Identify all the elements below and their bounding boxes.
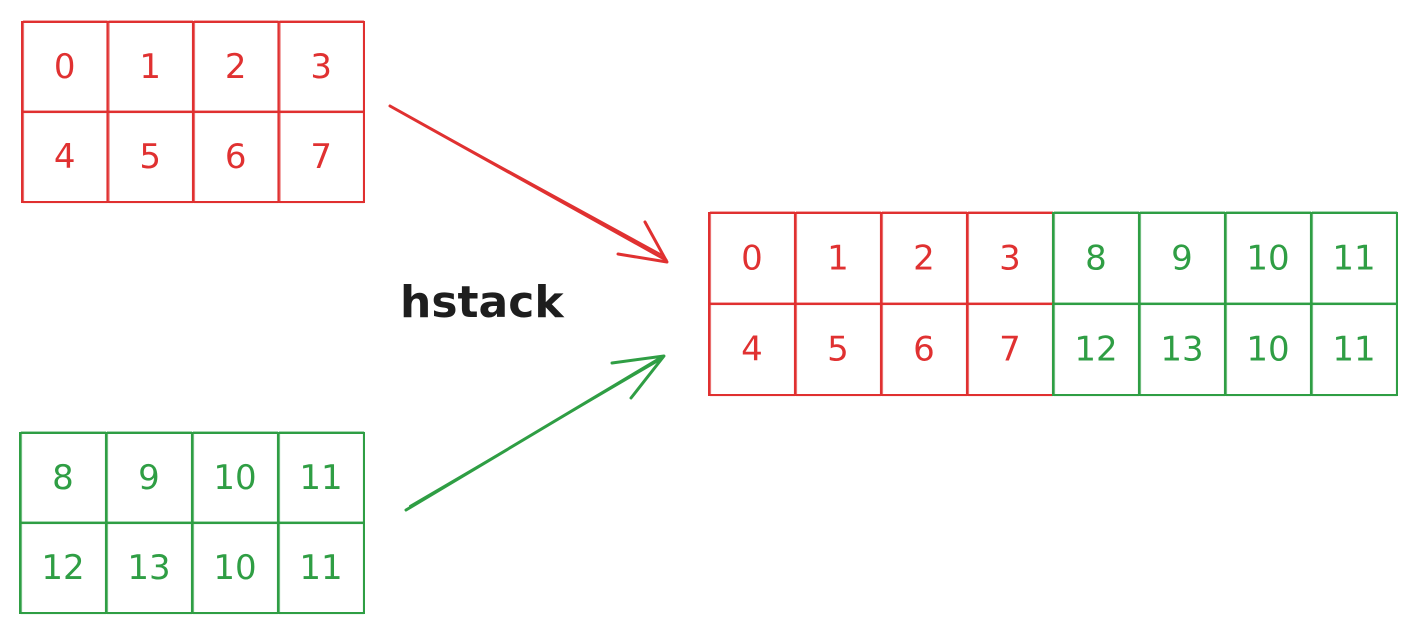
grid-cell: 11 (1310, 211, 1398, 306)
cell-value: 10 (213, 548, 256, 588)
arrow-b-to-result (404, 354, 666, 512)
cell-value: 2 (225, 47, 247, 87)
cell-value: 8 (52, 458, 74, 498)
grid-cell: 5 (794, 302, 882, 397)
grid-cell: 12 (1052, 302, 1140, 397)
cell-value: 4 (741, 330, 763, 370)
cell-value: 11 (1332, 239, 1375, 279)
grid-cell: 9 (1138, 211, 1226, 306)
cell-value: 13 (127, 548, 170, 588)
cell-value: 13 (1160, 330, 1203, 370)
cell-value: 5 (139, 137, 161, 177)
grid-cell: 0 (21, 20, 109, 114)
grid-cell: 4 (708, 302, 796, 397)
array-a-grid: 0 1 2 3 4 5 6 7 (21, 20, 365, 204)
array-b-grid: 8 9 10 11 12 13 10 11 (19, 431, 365, 615)
cell-value: 12 (1074, 330, 1117, 370)
cell-value: 11 (1332, 330, 1375, 370)
grid-cell: 0 (708, 211, 796, 306)
cell-value: 2 (913, 239, 935, 279)
grid-cell: 8 (19, 431, 107, 525)
grid-cell: 6 (880, 302, 968, 397)
cell-border-sketch (1311, 302, 1398, 397)
cell-value: 11 (299, 458, 342, 498)
grid-cell: 5 (106, 110, 194, 204)
cell-value: 6 (913, 330, 935, 370)
grid-cell: 13 (105, 521, 193, 615)
cell-border-sketch (278, 521, 365, 615)
grid-cell: 4 (21, 110, 109, 204)
grid-cell: 1 (106, 20, 194, 114)
cell-value: 3 (310, 47, 332, 87)
cell-value: 5 (827, 330, 849, 370)
grid-cell: 11 (277, 431, 365, 525)
grid-cell: 11 (1310, 302, 1398, 397)
cell-value: 9 (1171, 239, 1193, 279)
cell-value: 3 (999, 239, 1021, 279)
cell-value: 11 (299, 548, 342, 588)
cell-value: 9 (138, 458, 160, 498)
grid-cell: 8 (1052, 211, 1140, 306)
cell-value: 8 (1085, 239, 1107, 279)
cell-value: 6 (225, 137, 247, 177)
grid-cell: 7 (277, 110, 365, 204)
grid-cell: 3 (277, 20, 365, 114)
grid-cell: 10 (191, 521, 279, 615)
cell-value: 7 (999, 330, 1021, 370)
grid-cell: 6 (192, 110, 280, 204)
grid-cell: 11 (277, 521, 365, 615)
grid-cell: 10 (1224, 211, 1312, 306)
grid-cell: 2 (880, 211, 968, 306)
cell-value: 1 (827, 239, 849, 279)
cell-value: 0 (741, 239, 763, 279)
arrow-a-to-result (388, 104, 669, 264)
grid-cell: 3 (966, 211, 1054, 306)
cell-value: 4 (54, 137, 76, 177)
grid-cell: 7 (966, 302, 1054, 397)
cell-border-sketch (279, 110, 365, 204)
grid-cell: 10 (1224, 302, 1312, 397)
cell-value: 10 (1246, 239, 1289, 279)
cell-value: 0 (54, 47, 76, 87)
grid-cell: 12 (19, 521, 107, 615)
cell-value: 10 (213, 458, 256, 498)
operation-label: hstack (400, 277, 565, 328)
grid-cell: 2 (192, 20, 280, 114)
grid-cell: 1 (794, 211, 882, 306)
grid-cell: 13 (1138, 302, 1226, 397)
grid-cell: 10 (191, 431, 279, 525)
cell-value: 10 (1246, 330, 1289, 370)
cell-value: 12 (41, 548, 84, 588)
cell-value: 7 (310, 137, 332, 177)
grid-cell: 9 (105, 431, 193, 525)
cell-value: 1 (139, 47, 161, 87)
